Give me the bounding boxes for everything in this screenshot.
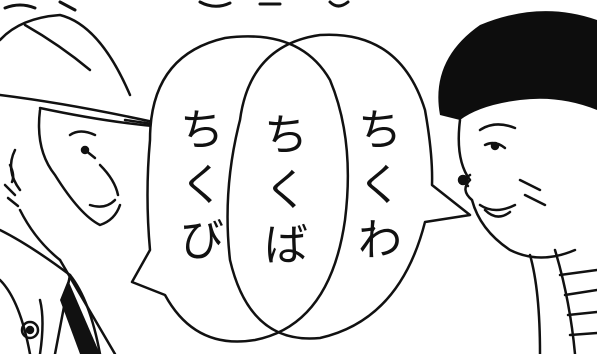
man-face (457, 118, 577, 259)
overlap-char-1: ち (264, 110, 308, 161)
coat-button (20, 320, 40, 340)
detective-face (37, 108, 122, 227)
sweater (553, 248, 577, 354)
right-char-3: わ (358, 215, 402, 266)
left-bubble-text: ち く び (180, 105, 224, 266)
left-character-detective (0, 13, 182, 354)
left-char-3: び (180, 215, 224, 266)
right-bubble-text: ち く わ (358, 105, 402, 266)
speech-bubbles (130, 33, 472, 343)
right-speech-bubble (226, 33, 472, 340)
right-character-man (438, 11, 597, 354)
left-char-1: ち (180, 105, 224, 156)
cut-off-top-text (3, 0, 350, 12)
detective-hat-crown (0, 13, 132, 97)
overlap-char-2: く (264, 165, 308, 216)
right-char-2: く (358, 160, 402, 211)
right-char-1: ち (358, 105, 402, 156)
overlap-text: ち く ば (264, 110, 308, 271)
left-char-2: く (180, 160, 224, 211)
hair (438, 11, 597, 120)
detective-tie (60, 280, 100, 354)
overlap-char-3: ば (264, 220, 308, 271)
left-speech-bubble (130, 35, 350, 343)
